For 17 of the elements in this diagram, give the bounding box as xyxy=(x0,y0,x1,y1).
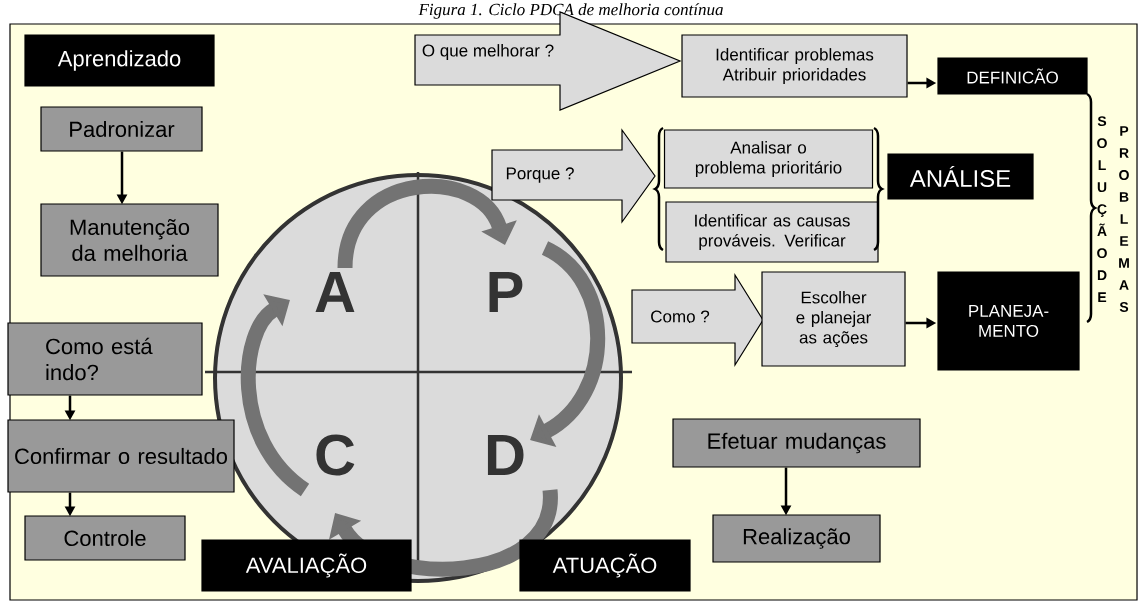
question-box: Identificar problemas Atribuir prioridades xyxy=(681,34,908,98)
step-box: Confirmar o resultado xyxy=(7,419,235,493)
step-box: Como está indo? xyxy=(7,322,203,396)
step-box: Padronizar xyxy=(40,106,203,152)
step-box: Efetuar mudanças xyxy=(672,418,921,468)
vertical-label: SOLUÇÃO DE xyxy=(1097,116,1107,302)
question-box: Identificar as causas prováveis. Verificar xyxy=(665,201,879,263)
step-box: Realização xyxy=(712,514,881,563)
label-box: PLANEJA- MENTO xyxy=(937,271,1080,371)
label-box: DEFINICÃO xyxy=(937,57,1088,95)
label-box: Aprendizado xyxy=(24,34,215,87)
question-box: Escolher e planejar as ações xyxy=(761,271,906,367)
label-box: ANÁLISE xyxy=(887,153,1034,200)
step-box: Manutenção da melhoria xyxy=(40,203,219,277)
vertical-label: PROBLEMAS xyxy=(1119,126,1129,312)
question-box: Analisar o problema prioritário xyxy=(663,129,874,189)
step-box: Controle xyxy=(24,515,186,561)
